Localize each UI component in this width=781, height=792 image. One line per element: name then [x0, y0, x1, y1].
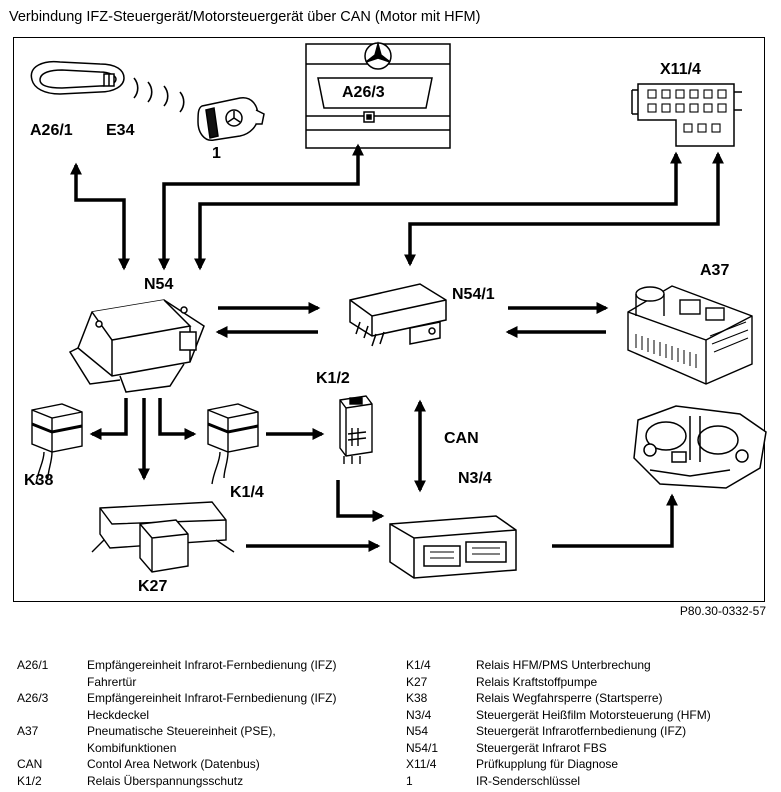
- legend-text-continued: Fahrertür: [87, 674, 137, 689]
- relay-k38-icon: [31, 403, 83, 485]
- diagram-title: Verbindung IFZ-Steuergerät/Motorsteuerge…: [9, 9, 481, 25]
- diagnostic-connector-icon: [631, 83, 742, 147]
- ir-signal-icon: [133, 77, 185, 113]
- label-e34: E34: [106, 122, 135, 139]
- legend-key: N3/4: [406, 707, 432, 722]
- figure-reference: P80.30-0332-57: [679, 604, 766, 618]
- legend-entry: N54/1 Steuergerät Infrarot FBS: [406, 740, 711, 757]
- legend-text: Relais Überspannungsschutz: [87, 773, 244, 788]
- engine-icon: [633, 405, 767, 489]
- label-k38: K38: [24, 472, 54, 489]
- legend-text: Steuergerät Heißfilm Motorsteuerung (HFM…: [476, 707, 711, 722]
- legend-key: X11/4: [406, 757, 437, 771]
- legend-entry: A26/1 Empfängereinheit Infrarot-Fernbedie…: [17, 657, 336, 674]
- legend-entry: 1 IR-Senderschlüssel: [406, 773, 711, 790]
- door-handle-icon: [30, 60, 125, 95]
- label-n54-1: N54/1: [452, 286, 495, 303]
- label-k1-4: K1/4: [230, 484, 264, 501]
- label-a26-1: A26/1: [30, 122, 73, 139]
- label-n3-4: N3/4: [458, 470, 492, 487]
- relay-k27-icon: [91, 501, 235, 573]
- legend-entry: K1/4 Relais HFM/PMS Unterbrechung: [406, 657, 711, 674]
- legend-key: K1/2: [17, 773, 42, 788]
- legend-entry: N54 Steuergerät Infrarotfernbedienung (IF…: [406, 723, 711, 740]
- legend-entry: K1/2 Relais Überspannungsschutz: [17, 773, 336, 790]
- legend-key: K27: [406, 674, 428, 689]
- legend-key: A26/3: [17, 691, 49, 705]
- legend-key: N54/1: [406, 740, 439, 755]
- connection-arrows: [70, 143, 724, 552]
- relay-k1-2-icon: [339, 395, 373, 464]
- relay-k1-4-icon: [207, 403, 259, 485]
- ir-key-icon: [197, 97, 265, 141]
- legend-text: Steuergerät Infrarot FBS: [476, 740, 607, 755]
- label-a26-3: A26/3: [342, 84, 385, 101]
- legend-text: Relais HFM/PMS Unterbrechung: [476, 658, 651, 672]
- legend-text: Relais Wegfahrsperre (Startsperre): [476, 691, 663, 705]
- legend-text: IR-Senderschlüssel: [476, 773, 581, 788]
- legend-text: Steuergerät Infrarotfernbedienung (IFZ): [476, 724, 687, 738]
- legend-text: Empfängereinheit Infrarot-Fernbedienung …: [87, 658, 337, 672]
- label-n54: N54: [144, 276, 174, 293]
- legend-text-continued: Heckdeckel: [87, 707, 150, 722]
- diagram-frame: [13, 37, 765, 602]
- legend-key: K38: [406, 691, 428, 705]
- legend-text: Relais Kraftstoffpumpe: [476, 674, 598, 689]
- legend-text: Contol Area Network (Datenbus): [87, 757, 260, 771]
- legend-entry: A26/3 Empfängereinheit Infrarot-Fernbedie…: [17, 690, 336, 707]
- n54-control-unit-icon: [68, 299, 205, 393]
- legend-key: N54: [406, 724, 429, 738]
- label-a37: A37: [700, 262, 730, 279]
- legend-entry: X11/4 Prüfkupplung für Diagnose: [406, 756, 711, 773]
- legend-text: Empfängereinheit Infrarot-Fernbedienung …: [87, 691, 337, 705]
- legend-entry: K38 Relais Wegfahrsperre (Startsperre): [406, 690, 711, 707]
- legend-key: A26/1: [17, 658, 49, 672]
- trunk-lid-icon: [305, 41, 451, 149]
- legend-key: 1: [406, 773, 413, 788]
- label-1: 1: [212, 145, 221, 162]
- label-x11-4: X11/4: [660, 61, 701, 78]
- label-can: CAN: [444, 430, 479, 447]
- legend-entry: CAN Contol Area Network (Datenbus): [17, 756, 336, 773]
- a37-pneumatic-unit-icon: [627, 285, 753, 385]
- legend-text: Pneumatische Steuereinheit (PSE),: [87, 724, 276, 738]
- n54-1-control-unit-icon: [349, 283, 447, 347]
- n3-4-control-unit-icon: [389, 515, 517, 579]
- legend-key: A37: [17, 724, 39, 738]
- legend-entry: K27 Relais Kraftstoffpumpe: [406, 674, 711, 691]
- label-k1-2: K1/2: [316, 370, 350, 387]
- legend-text: Prüfkupplung für Diagnose: [476, 757, 619, 771]
- legend-key: K1/4: [406, 658, 431, 672]
- legend-entry: N3/4 Steuergerät Heißfilm Motorsteuerung …: [406, 707, 711, 724]
- legend-key: CAN: [17, 757, 43, 771]
- label-k27: K27: [138, 578, 168, 595]
- legend-entry: A37 Pneumatische Steuereinheit (PSE),: [17, 723, 336, 740]
- legend-text-continued: Kombifunktionen: [87, 740, 177, 755]
